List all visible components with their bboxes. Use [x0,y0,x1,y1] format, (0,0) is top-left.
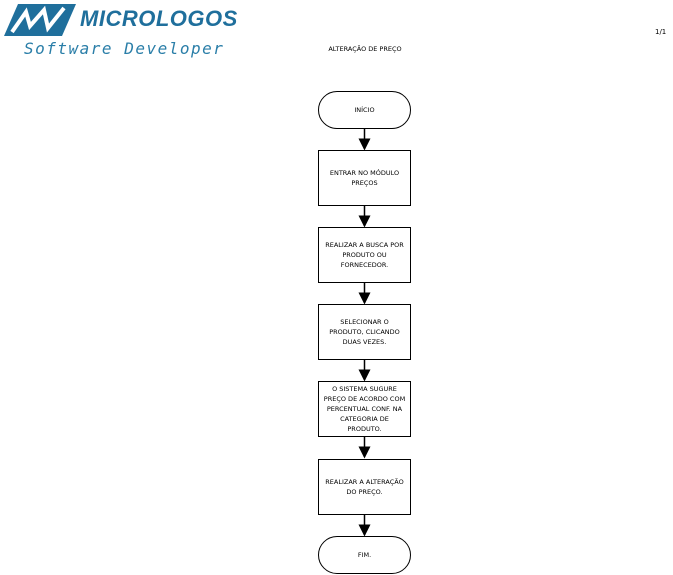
process-step: REALIZAR A ALTERAÇÃO DO PREÇO. [318,459,411,515]
process-step: ENTRAR NO MÓDULO PREÇOS [318,150,411,206]
end-terminator: FIM. [318,536,411,574]
process-step: REALIZAR A BUSCA POR PRODUTO OU FORNECED… [318,227,411,283]
process-step: SELECIONAR O PRODUTO, CLICANDO DUAS VEZE… [318,304,411,360]
page-number: 1/1 [655,28,667,36]
diagram-title: ALTERAÇÃO DE PREÇO [328,45,402,53]
process-step: O SISTEMA SUGURE PREÇO DE ACORDO COM PER… [318,381,411,437]
company-logo: MICROLOGOS Software Developer [4,2,237,58]
start-terminator: INÍCIO [318,91,411,129]
logo-tagline: Software Developer [24,39,225,58]
logo-mark-icon [4,4,76,36]
logo-brand: MICROLOGOS [80,6,238,31]
